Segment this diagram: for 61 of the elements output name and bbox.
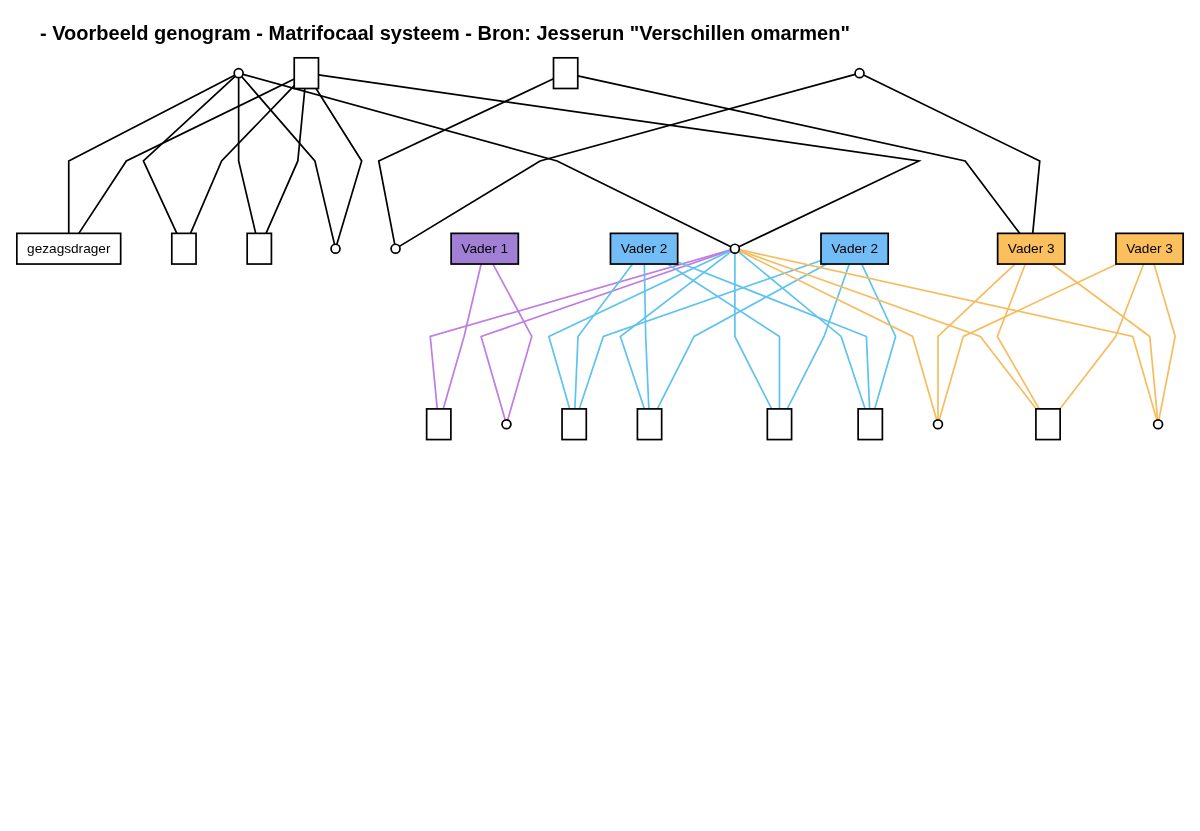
connector	[737, 250, 866, 410]
connector	[1153, 263, 1176, 421]
connector	[242, 73, 732, 248]
connector	[1059, 263, 1145, 410]
connector	[734, 252, 773, 410]
connector	[862, 74, 1041, 235]
node-box	[246, 232, 273, 265]
connector	[578, 259, 822, 410]
node-box	[293, 56, 320, 90]
connector	[1051, 263, 1159, 421]
node-box	[561, 408, 588, 441]
connector	[574, 263, 634, 410]
connector	[189, 84, 296, 235]
node-circle	[729, 243, 741, 254]
node-circle	[854, 67, 865, 79]
connector	[265, 87, 306, 235]
node-box: gezagsdrager	[16, 232, 122, 265]
node-box	[552, 56, 579, 90]
connector	[142, 75, 237, 235]
title: - Voorbeeld genogram - Matrifocaal systeem - Bron: Jesserun "Verschillen omarmen"	[40, 22, 851, 45]
connector	[480, 249, 732, 421]
connector	[442, 263, 482, 410]
connector	[77, 78, 296, 235]
connector	[738, 249, 938, 421]
node-box: Vader 2	[820, 232, 890, 265]
connector	[492, 263, 533, 421]
connector	[315, 87, 363, 246]
connector	[317, 74, 922, 248]
connector	[666, 263, 781, 410]
connector	[67, 74, 236, 235]
node-box	[636, 408, 663, 441]
connector	[398, 73, 857, 248]
node-box: Vader 3	[1115, 232, 1184, 265]
connector	[240, 75, 336, 246]
node-circle	[932, 418, 944, 430]
connector	[786, 263, 851, 410]
connector	[619, 250, 733, 410]
node-box	[857, 408, 884, 441]
connector	[937, 263, 1016, 421]
node-box	[170, 232, 197, 265]
node-circle	[390, 243, 401, 254]
node-circle	[501, 418, 512, 430]
node-box	[425, 408, 452, 441]
connector	[938, 263, 1118, 421]
node-circle	[1152, 418, 1164, 430]
node-circle	[330, 243, 341, 254]
connector	[429, 249, 732, 410]
connector	[656, 263, 828, 410]
connector	[643, 263, 650, 410]
node-box: Vader 3	[996, 232, 1066, 265]
connector	[237, 76, 257, 235]
node-box: Vader 1	[450, 232, 520, 265]
node-box: Vader 2	[609, 232, 679, 265]
connector	[860, 263, 897, 410]
connector	[996, 263, 1040, 410]
connector	[738, 248, 1158, 421]
node-box	[766, 408, 793, 441]
node-circle	[233, 67, 244, 79]
connector	[738, 249, 1038, 410]
node-box	[1035, 408, 1061, 441]
connector	[547, 249, 732, 410]
